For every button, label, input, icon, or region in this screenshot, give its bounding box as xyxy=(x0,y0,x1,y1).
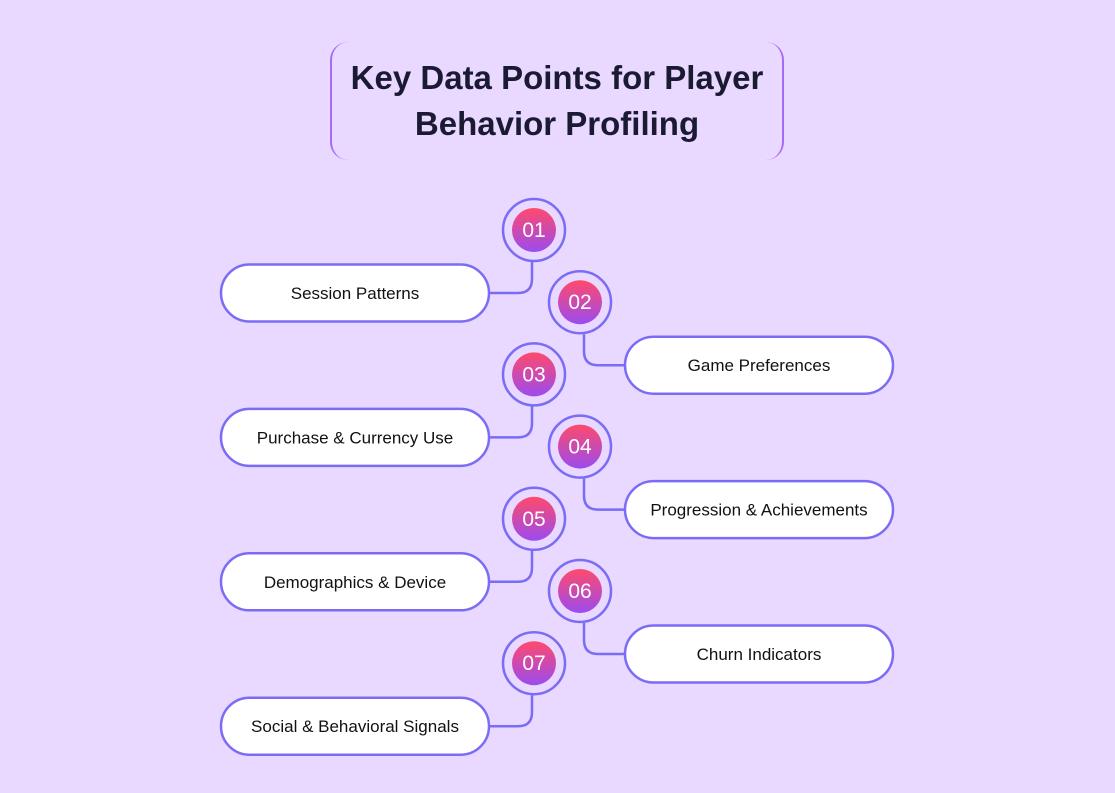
item-number: 04 xyxy=(568,436,592,459)
number-badge xyxy=(512,641,556,686)
number-badge xyxy=(558,424,602,469)
label-pill xyxy=(623,335,895,395)
item-number: 07 xyxy=(522,652,545,675)
item-number: 02 xyxy=(568,291,591,314)
connector xyxy=(582,478,625,511)
number-badge xyxy=(512,496,556,541)
number-badge xyxy=(512,208,556,252)
item-label: Social & Behavioral Signals xyxy=(251,717,459,736)
item-label: Purchase & Currency Use xyxy=(257,428,454,447)
title-box: Key Data Points for Player Behavior Prof… xyxy=(330,42,784,160)
connector xyxy=(582,334,625,367)
label-pill xyxy=(219,552,491,612)
item-label: Progression & Achievements xyxy=(650,501,867,520)
page-title: Key Data Points for Player Behavior Prof… xyxy=(350,59,764,142)
number-badge xyxy=(558,280,602,325)
number-badge xyxy=(558,569,602,613)
connector xyxy=(489,550,534,584)
item-label: Game Preferences xyxy=(688,356,831,375)
item-label: Churn Indicators xyxy=(697,645,822,664)
connector xyxy=(582,623,625,656)
label-pill xyxy=(219,263,491,323)
connector xyxy=(489,695,534,728)
item-number: 05 xyxy=(522,508,545,531)
item-label: Demographics & Device xyxy=(264,573,446,592)
connector xyxy=(489,262,534,295)
item-label: Session Patterns xyxy=(291,284,420,303)
item-number: 03 xyxy=(522,363,545,386)
number-badge xyxy=(512,352,556,397)
connector xyxy=(489,406,534,439)
label-pill xyxy=(219,407,491,468)
item-number: 01 xyxy=(522,219,545,242)
item-number: 06 xyxy=(568,580,591,603)
label-pill xyxy=(219,696,491,756)
label-pill xyxy=(623,624,895,684)
label-pill xyxy=(623,479,895,540)
